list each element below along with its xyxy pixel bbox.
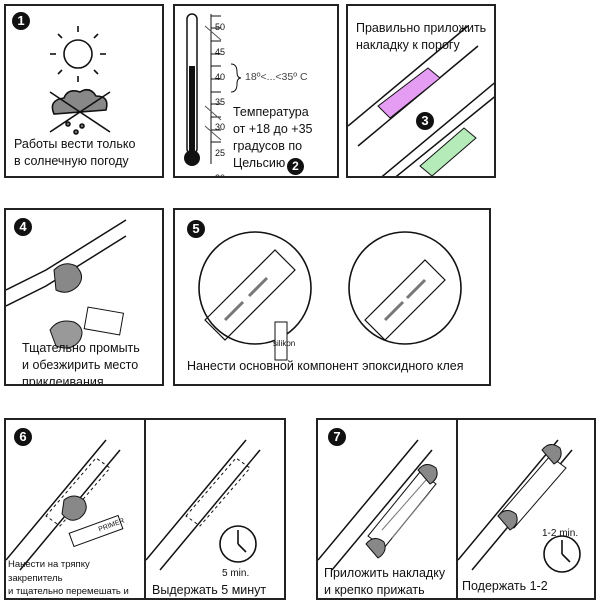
hand-with-sponge — [49, 320, 83, 349]
threshold-pad-illustration — [348, 25, 494, 176]
green-pad — [419, 127, 477, 176]
primer-illustration — [6, 439, 124, 571]
step-6-left-panel: PRIMER 6 Нанести на тряпку закрепитель и… — [4, 418, 146, 600]
cleaning-illustration — [6, 219, 127, 349]
step-number: 6 — [14, 428, 32, 446]
step-1-panel: 1 Работы вести только в солнечную погоду — [4, 4, 164, 178]
thermometer-icon — [184, 13, 242, 166]
step-number: 5 — [187, 220, 205, 238]
hand-icon — [365, 538, 386, 559]
step-6-right-panel: 5 min. Выдержать 5 минут — [144, 418, 286, 600]
step-7-left-panel: 7 Приложить накладку и крепко прижать — [316, 418, 458, 600]
sun-icon — [50, 26, 106, 82]
temperature-range-label: 18º<...<35º C — [245, 71, 308, 83]
clock-icon — [219, 525, 257, 563]
scale-label: 40 — [215, 71, 226, 82]
step-2-text: Температура от +18 до +35 градусов по Це… — [233, 105, 313, 170]
step-1-text: Работы вести только в солнечную погоду — [14, 137, 136, 168]
hand-with-cloth — [61, 495, 87, 521]
hold-pad-illustration — [458, 439, 581, 573]
step-5-text: Нанести основной компонент эпоксидного к… — [187, 359, 464, 373]
hand-icon — [417, 464, 438, 485]
step-7-right-panel: 1-2 min. Подержать 1-2 минуты — [456, 418, 596, 600]
step-6-text-right: Выдержать 5 минут — [152, 583, 267, 597]
pink-pad — [377, 67, 441, 119]
step-6-text-left: Нанести на тряпку закрепитель и тщательн… — [8, 559, 129, 597]
scale-label: 20 — [215, 172, 226, 178]
step-2-panel: 50 45 40 35 30 25 20 15 10 5 0 18º<...<3… — [173, 4, 339, 178]
silikon-tube-label: silikon — [273, 339, 296, 348]
step-3-text: Правильно приложить накладку к порогу — [356, 21, 487, 52]
step-5-panel: silikon 5 Нанести основной компонент эпо… — [173, 208, 491, 386]
step-3-panel: Правильно приложить накладку к порогу 3 — [346, 4, 496, 178]
step-number: 7 — [328, 428, 346, 446]
hand-with-cloth — [53, 263, 82, 293]
sun-and-rain-illustration — [49, 26, 111, 135]
hand-icon — [541, 444, 562, 465]
step-7-text-left: Приложить накладку и крепко прижать — [324, 566, 446, 597]
crossed-rain-cloud-icon — [49, 88, 111, 135]
step-4-text: Тщательно промыть и обезжирить место при… — [22, 341, 140, 386]
step-number: 4 — [14, 218, 32, 236]
step-number: 1 — [12, 12, 30, 30]
hand-icon — [497, 510, 518, 531]
glue-application-illustration — [198, 231, 462, 361]
step-7-text-right: Подержать 1-2 минуты — [462, 579, 548, 598]
clock-icon — [543, 535, 581, 573]
scale-label: 25 — [215, 147, 226, 158]
scale-label: 50 — [215, 21, 226, 32]
thermometer-scale-ticks — [204, 15, 222, 143]
scale-label: 45 — [215, 46, 226, 57]
waiting-illustration — [146, 439, 261, 571]
timer-label: 5 min. — [222, 568, 250, 579]
step-number: 3 — [416, 112, 434, 130]
timer-label: 1-2 min. — [542, 528, 579, 539]
thermometer-scale: 50 45 40 35 30 25 20 15 10 5 0 — [215, 8, 226, 178]
scale-label: 35 — [215, 97, 226, 108]
press-pad-illustration — [318, 439, 438, 571]
step-number: 2 — [287, 158, 304, 175]
step-4-panel: 4 Тщательно промыть и обезжирить место п… — [4, 208, 164, 386]
scale-label: 30 — [215, 122, 226, 133]
